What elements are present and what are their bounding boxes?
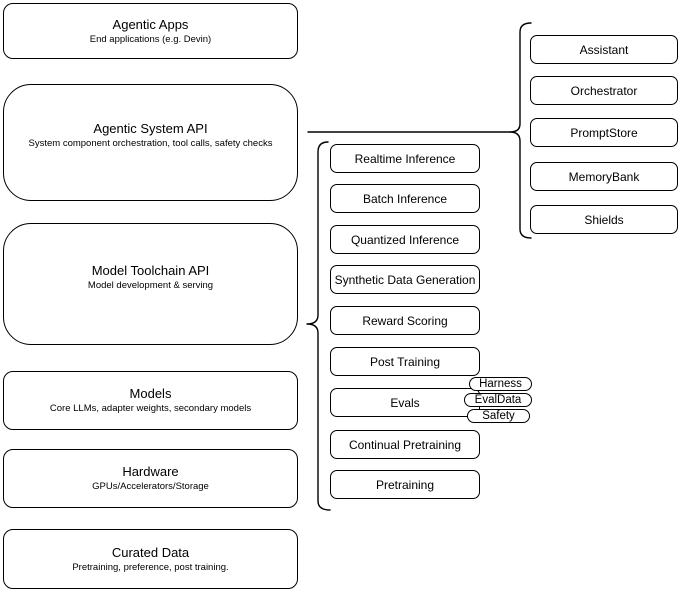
node-models: Models Core LLMs, adapter weights, secon…	[3, 371, 298, 430]
node-content: Agentic Apps End applications (e.g. Devi…	[90, 16, 211, 47]
toolchain-item-post-training: Post Training	[330, 347, 480, 376]
component-label: Shields	[584, 212, 624, 227]
toolchain-item-label: Batch Inference	[362, 191, 448, 206]
node-title: Curated Data	[111, 544, 190, 560]
node-title: Models	[129, 386, 172, 401]
node-hardware: Hardware GPUs/Accelerators/Storage	[3, 449, 298, 508]
node-subtitle: Pretraining, preference, post training.	[72, 561, 229, 573]
node-content: Curated Data Pretraining, preference, po…	[72, 544, 228, 575]
node-content: Model Toolchain API Model development & …	[88, 262, 213, 293]
toolchain-item-label: Synthetic Data Generation	[334, 272, 476, 287]
toolchain-item-label: Continual Pretraining	[348, 437, 462, 452]
toolchain-item-pretraining: Pretraining	[330, 470, 480, 499]
toolchain-brace	[306, 141, 331, 511]
tag-label: Harness	[479, 378, 522, 390]
toolchain-item-label: Reward Scoring	[362, 313, 448, 328]
toolchain-item-quantized-inference: Quantized Inference	[330, 225, 480, 254]
tag-safety: Safety	[467, 409, 530, 423]
toolchain-item-realtime-inference: Realtime Inference	[330, 144, 480, 173]
component-label: Assistant	[579, 42, 629, 57]
tag-evaldata: EvalData	[464, 393, 532, 407]
toolchain-item-evals: Evals	[330, 388, 480, 417]
node-model-toolchain-api: Model Toolchain API Model development & …	[3, 223, 298, 345]
node-title: Hardware	[122, 464, 179, 479]
toolchain-item-label: Pretraining	[375, 477, 435, 492]
component-memorybank: MemoryBank	[530, 162, 678, 191]
component-shields: Shields	[530, 205, 678, 234]
node-title: Model Toolchain API	[91, 262, 210, 278]
tag-label: EvalData	[474, 394, 522, 406]
node-content: Hardware GPUs/Accelerators/Storage	[92, 463, 209, 494]
node-title: Agentic System API	[93, 121, 208, 136]
toolchain-item-reward-scoring: Reward Scoring	[330, 306, 480, 335]
toolchain-item-continual-pretraining: Continual Pretraining	[330, 430, 480, 459]
component-label: PromptStore	[570, 125, 638, 140]
component-promptstore: PromptStore	[530, 118, 678, 147]
toolchain-item-label: Quantized Inference	[350, 232, 460, 247]
toolchain-item-batch-inference: Batch Inference	[330, 184, 480, 213]
toolchain-item-synthetic-data-generation: Synthetic Data Generation	[330, 265, 480, 294]
node-content: Agentic System API System component orch…	[29, 120, 273, 151]
node-subtitle: End applications (e.g. Devin)	[89, 33, 212, 45]
tag-label: Safety	[482, 410, 515, 422]
node-subtitle: GPUs/Accelerators/Storage	[92, 481, 209, 492]
component-orchestrator: Orchestrator	[530, 76, 678, 105]
node-curated-data: Curated Data Pretraining, preference, po…	[3, 529, 298, 589]
node-subtitle: System component orchestration, tool cal…	[28, 138, 273, 149]
component-label: MemoryBank	[568, 169, 640, 184]
components-brace	[509, 22, 532, 239]
node-content: Models Core LLMs, adapter weights, secon…	[50, 385, 251, 416]
toolchain-item-label: Realtime Inference	[354, 151, 456, 166]
toolchain-item-label: Post Training	[369, 354, 441, 369]
toolchain-item-label: Evals	[390, 395, 420, 410]
tag-harness: Harness	[469, 377, 532, 391]
node-subtitle: Model development & serving	[87, 279, 214, 291]
component-assistant: Assistant	[530, 35, 678, 64]
node-agentic-apps: Agentic Apps End applications (e.g. Devi…	[3, 3, 298, 59]
node-subtitle: Core LLMs, adapter weights, secondary mo…	[49, 403, 252, 414]
node-title: Agentic Apps	[112, 16, 189, 32]
node-agentic-system-api: Agentic System API System component orch…	[3, 84, 298, 201]
component-label: Orchestrator	[570, 83, 638, 98]
